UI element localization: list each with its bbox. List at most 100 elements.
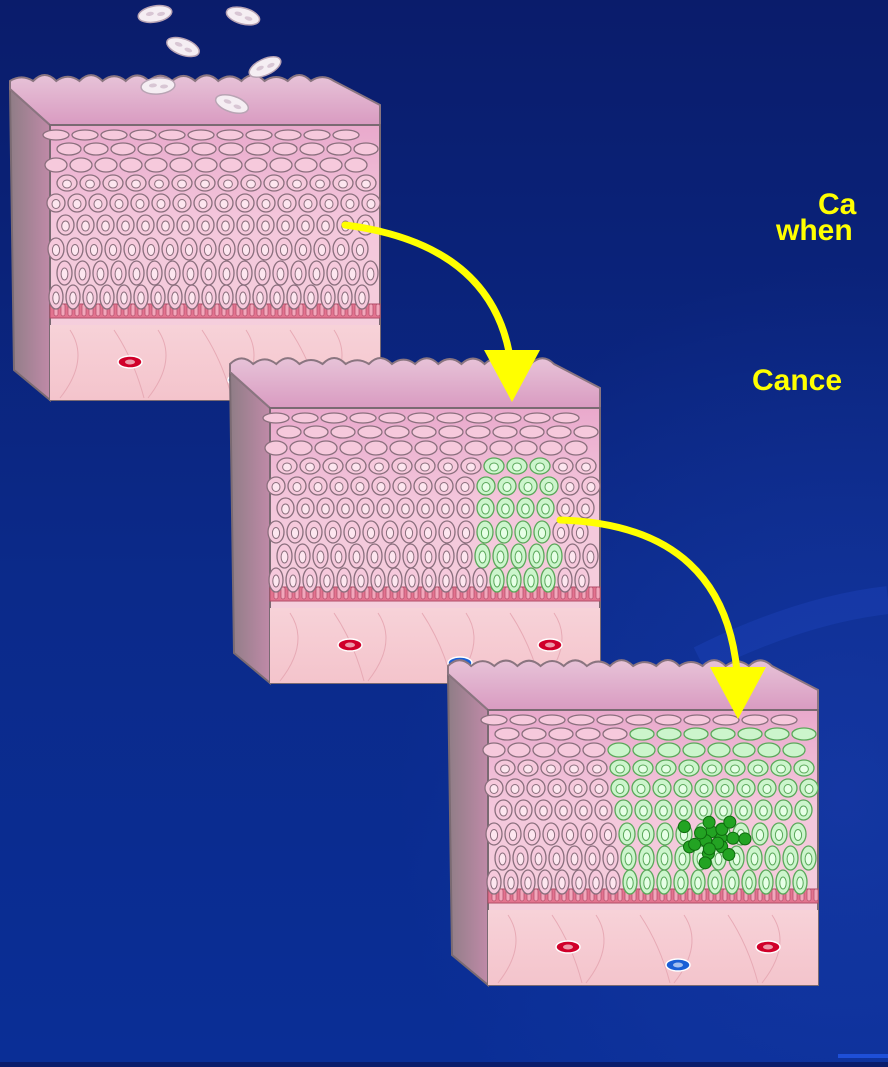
abnormal-cell bbox=[765, 728, 789, 740]
normal-cell bbox=[655, 715, 681, 725]
normal-cell bbox=[350, 413, 376, 423]
cell-nucleus bbox=[204, 245, 211, 256]
normal-cell bbox=[490, 441, 512, 455]
cell-nucleus bbox=[182, 221, 190, 231]
cell-nucleus bbox=[491, 877, 497, 889]
cell-nucleus bbox=[627, 877, 633, 889]
abnormal-cell bbox=[733, 743, 755, 757]
cell-nucleus bbox=[490, 463, 499, 471]
basal-cell bbox=[351, 587, 355, 599]
abnormal-cell bbox=[738, 728, 762, 740]
cell-nucleus bbox=[87, 292, 93, 304]
abnormal-cell bbox=[758, 743, 780, 757]
cell-nucleus bbox=[382, 504, 390, 514]
cell-nucleus bbox=[639, 765, 648, 773]
normal-cell bbox=[365, 441, 387, 455]
normal-cell bbox=[520, 426, 544, 438]
normal-cell bbox=[333, 130, 359, 140]
cell-nucleus bbox=[199, 200, 207, 209]
cell-nucleus bbox=[79, 268, 86, 280]
basal-cell bbox=[131, 304, 135, 316]
cell-nucleus bbox=[620, 806, 628, 816]
cell-nucleus bbox=[616, 765, 625, 773]
cell-nucleus bbox=[342, 504, 350, 514]
cell-nucleus bbox=[166, 245, 173, 256]
cell-nucleus bbox=[604, 830, 611, 841]
cell-nucleus bbox=[685, 765, 694, 773]
normal-cell bbox=[70, 158, 92, 172]
cell-nucleus bbox=[356, 483, 364, 492]
cell-nucleus bbox=[356, 245, 363, 256]
malignant-cell bbox=[723, 849, 735, 861]
normal-cell bbox=[304, 130, 330, 140]
cell-nucleus bbox=[679, 785, 687, 794]
cell-nucleus bbox=[115, 200, 123, 209]
basal-cell bbox=[334, 304, 338, 316]
basal-cell bbox=[166, 304, 170, 316]
cell-nucleus bbox=[443, 575, 449, 587]
cell-nucleus bbox=[661, 853, 668, 865]
basal-cell bbox=[386, 587, 390, 599]
normal-cell bbox=[358, 426, 382, 438]
abnormal-cell bbox=[708, 743, 730, 757]
cell-nucleus bbox=[205, 268, 212, 280]
cell-nucleus bbox=[461, 551, 468, 563]
cell-nucleus bbox=[375, 575, 381, 587]
vessel-lumen bbox=[125, 360, 135, 365]
cell-nucleus bbox=[422, 504, 430, 514]
basal-cell bbox=[281, 587, 285, 599]
cell-nucleus bbox=[511, 785, 519, 794]
basal-cell bbox=[596, 587, 600, 599]
cell-nucleus bbox=[392, 575, 398, 587]
cell-nucleus bbox=[224, 180, 233, 188]
cell-nucleus bbox=[342, 292, 348, 304]
basal-cell bbox=[180, 304, 184, 316]
cell-nucleus bbox=[545, 483, 553, 492]
cell-nucleus bbox=[794, 830, 801, 841]
normal-cell bbox=[493, 426, 517, 438]
cell-nucleus bbox=[322, 504, 330, 514]
basal-cell bbox=[316, 587, 320, 599]
normal-cell bbox=[246, 130, 272, 140]
cell-nucleus bbox=[500, 528, 507, 539]
cell-nucleus bbox=[178, 180, 187, 188]
cell-nucleus bbox=[240, 292, 246, 304]
cell-nucleus bbox=[700, 806, 708, 816]
cell-nucleus bbox=[223, 292, 229, 304]
cell-nucleus bbox=[335, 483, 343, 492]
normal-cell bbox=[684, 715, 710, 725]
cell-nucleus bbox=[318, 245, 325, 256]
cell-nucleus bbox=[780, 877, 786, 889]
cell-nucleus bbox=[222, 221, 230, 231]
basal-cell bbox=[505, 587, 509, 599]
basal-cell bbox=[723, 889, 727, 901]
cell-nucleus bbox=[138, 292, 144, 304]
cell-nucleus bbox=[593, 877, 599, 889]
caption-line-3: Cance bbox=[752, 366, 842, 396]
cell-nucleus bbox=[501, 765, 510, 773]
cell-nucleus bbox=[461, 483, 469, 492]
basal-cell bbox=[519, 587, 523, 599]
cell-nucleus bbox=[375, 463, 384, 471]
normal-cell bbox=[57, 143, 81, 155]
cell-nucleus bbox=[502, 504, 510, 514]
cell-nucleus bbox=[157, 200, 165, 209]
basal-cell bbox=[589, 587, 593, 599]
cell-nucleus bbox=[335, 551, 342, 563]
normal-cell bbox=[84, 143, 108, 155]
cell-nucleus bbox=[337, 245, 344, 256]
normal-cell bbox=[742, 715, 768, 725]
basal-cell bbox=[618, 889, 622, 901]
normal-cell bbox=[95, 158, 117, 172]
basal-cell bbox=[299, 304, 303, 316]
normal-cell bbox=[290, 441, 312, 455]
basal-cell bbox=[215, 304, 219, 316]
normal-cell bbox=[270, 158, 292, 172]
basal-cell bbox=[807, 889, 811, 901]
cell-nucleus bbox=[185, 245, 192, 256]
basal-cell bbox=[470, 587, 474, 599]
basal-cell bbox=[376, 304, 380, 316]
cell-nucleus bbox=[151, 268, 158, 280]
cell-nucleus bbox=[769, 853, 776, 865]
